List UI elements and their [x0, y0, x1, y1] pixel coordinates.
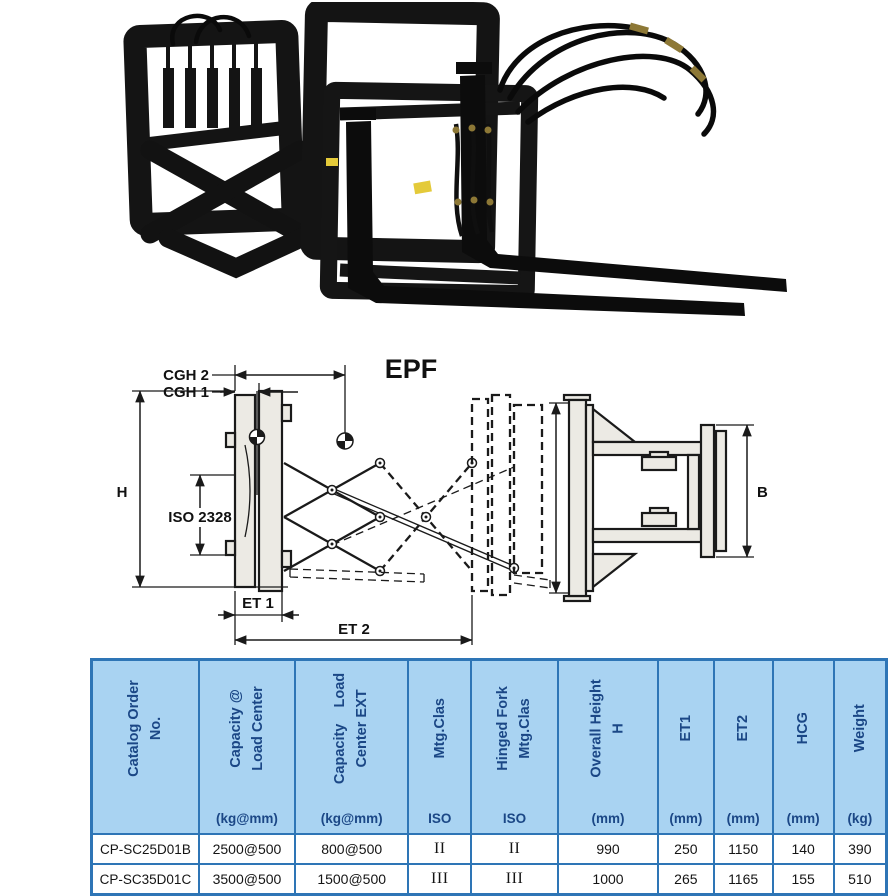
- col-header-hcg: HCG (mm): [771, 658, 835, 835]
- cell-catalog: CP-SC35D01C: [90, 863, 200, 896]
- technical-diagram: EPF H CGH 2: [112, 345, 780, 657]
- col-header-catalog: Catalog Order No.: [90, 658, 200, 835]
- side-view: H CGH 2 CGH 1: [117, 365, 551, 645]
- cell-weight: 390: [832, 833, 888, 865]
- col-header-et2: ET2 (mm): [712, 658, 774, 835]
- rear-view: B: [549, 393, 768, 603]
- warning-sticker: [413, 180, 432, 195]
- col-unit-capacity: (kg@mm): [216, 811, 278, 826]
- cell-catalog: CP-SC25D01B: [90, 833, 200, 865]
- pivot-pins: [326, 457, 520, 577]
- cell-hinged-fork-class: III: [470, 863, 559, 896]
- cell-hinged-fork-class: II: [470, 833, 559, 865]
- cell-weight: 510: [832, 863, 888, 896]
- header-row: Catalog Order No. Capacity @ Load Center…: [90, 658, 888, 835]
- cell-capacity: 2500@500: [197, 833, 297, 865]
- col-header-capacity-ext-label: Capacity Load Center EXT: [332, 672, 371, 785]
- cell-et1: 265: [657, 863, 715, 896]
- rear-fork: [456, 62, 787, 292]
- mid-hoses: [453, 121, 495, 237]
- cg-symbol: [248, 428, 266, 446]
- table-row: CP-SC25D01B 2500@500 800@500 II II 990 2…: [90, 833, 888, 865]
- col-unit-catalog: [93, 796, 198, 833]
- col-unit-weight: (kg): [847, 811, 873, 826]
- col-unit-hinged-fork: ISO: [502, 811, 527, 826]
- cell-mtg-class: III: [407, 863, 473, 896]
- col-header-overall-height-label: Overall Height H: [588, 679, 627, 778]
- cg-symbol: [336, 432, 354, 450]
- col-unit-capacity-ext: (kg@mm): [320, 811, 383, 826]
- hydraulic-hoses: [497, 22, 717, 137]
- col-header-et1: ET1 (mm): [657, 658, 715, 835]
- label-h: H: [117, 484, 128, 501]
- col-header-overall-height: Overall Height H (mm): [556, 658, 660, 835]
- cell-overall-height: 990: [556, 833, 660, 865]
- scissor-mechanism: [140, 140, 324, 279]
- left-hoses: [170, 13, 252, 47]
- col-unit-hcg: (mm): [786, 811, 820, 826]
- col-header-mtg-class-label: Mtg.Clas: [431, 698, 448, 759]
- product-photo: [118, 0, 794, 324]
- col-unit-overall-height: (mm): [591, 811, 625, 826]
- table-row: CP-SC35D01C 3500@500 1500@500 III III 10…: [90, 863, 888, 896]
- cell-capacity-ext: 800@500: [294, 833, 410, 865]
- hydraulic-cylinders: [163, 40, 262, 128]
- col-header-capacity-ext: Capacity Load Center EXT (kg@mm): [294, 658, 410, 835]
- spec-table: Catalog Order No. Capacity @ Load Center…: [90, 658, 888, 896]
- col-header-weight: Weight (kg): [832, 658, 888, 835]
- label-et2: ET 2: [338, 621, 370, 638]
- col-unit-et1: (mm): [669, 811, 703, 826]
- label-cgh2: CGH 2: [163, 367, 209, 384]
- cell-et2: 1150: [712, 833, 774, 865]
- label-iso: ISO 2328: [168, 509, 231, 526]
- col-unit-et2: (mm): [726, 811, 760, 826]
- col-header-et1-label: ET1: [677, 715, 694, 742]
- cell-capacity-ext: 1500@500: [294, 863, 410, 896]
- fork-attachment-illustration: [123, 0, 787, 316]
- col-header-weight-label: Weight: [851, 704, 868, 753]
- col-header-catalog-label: Catalog Order No.: [125, 680, 165, 777]
- label-et1: ET 1: [242, 595, 274, 612]
- cell-hcg: 140: [771, 833, 835, 865]
- warning-sticker: [326, 158, 338, 166]
- label-cgh1: CGH 1: [163, 384, 209, 401]
- col-unit-mtg-class: ISO: [428, 811, 452, 826]
- left-mast-frame: [123, 20, 305, 236]
- mid-fittings: [452, 124, 494, 206]
- col-header-capacity: Capacity @ Load Center (kg@mm): [197, 658, 297, 835]
- cell-et2: 1165: [712, 863, 774, 896]
- col-header-hinged-fork-label: Hinged Fork Mtg.Clas: [495, 686, 534, 771]
- col-header-capacity-label: Capacity @ Load Center: [227, 686, 266, 771]
- cell-capacity: 3500@500: [197, 863, 297, 896]
- hose-fittings: [629, 22, 707, 83]
- cell-et1: 250: [657, 833, 715, 865]
- front-fork: [340, 108, 745, 316]
- label-b: B: [757, 484, 768, 501]
- diagram-title: EPF: [385, 354, 438, 384]
- col-header-et2-label: ET2: [734, 715, 751, 742]
- cell-overall-height: 1000: [556, 863, 660, 896]
- col-header-hcg-label: HCG: [794, 712, 811, 745]
- cell-hcg: 155: [771, 863, 835, 896]
- cell-mtg-class: II: [407, 833, 473, 865]
